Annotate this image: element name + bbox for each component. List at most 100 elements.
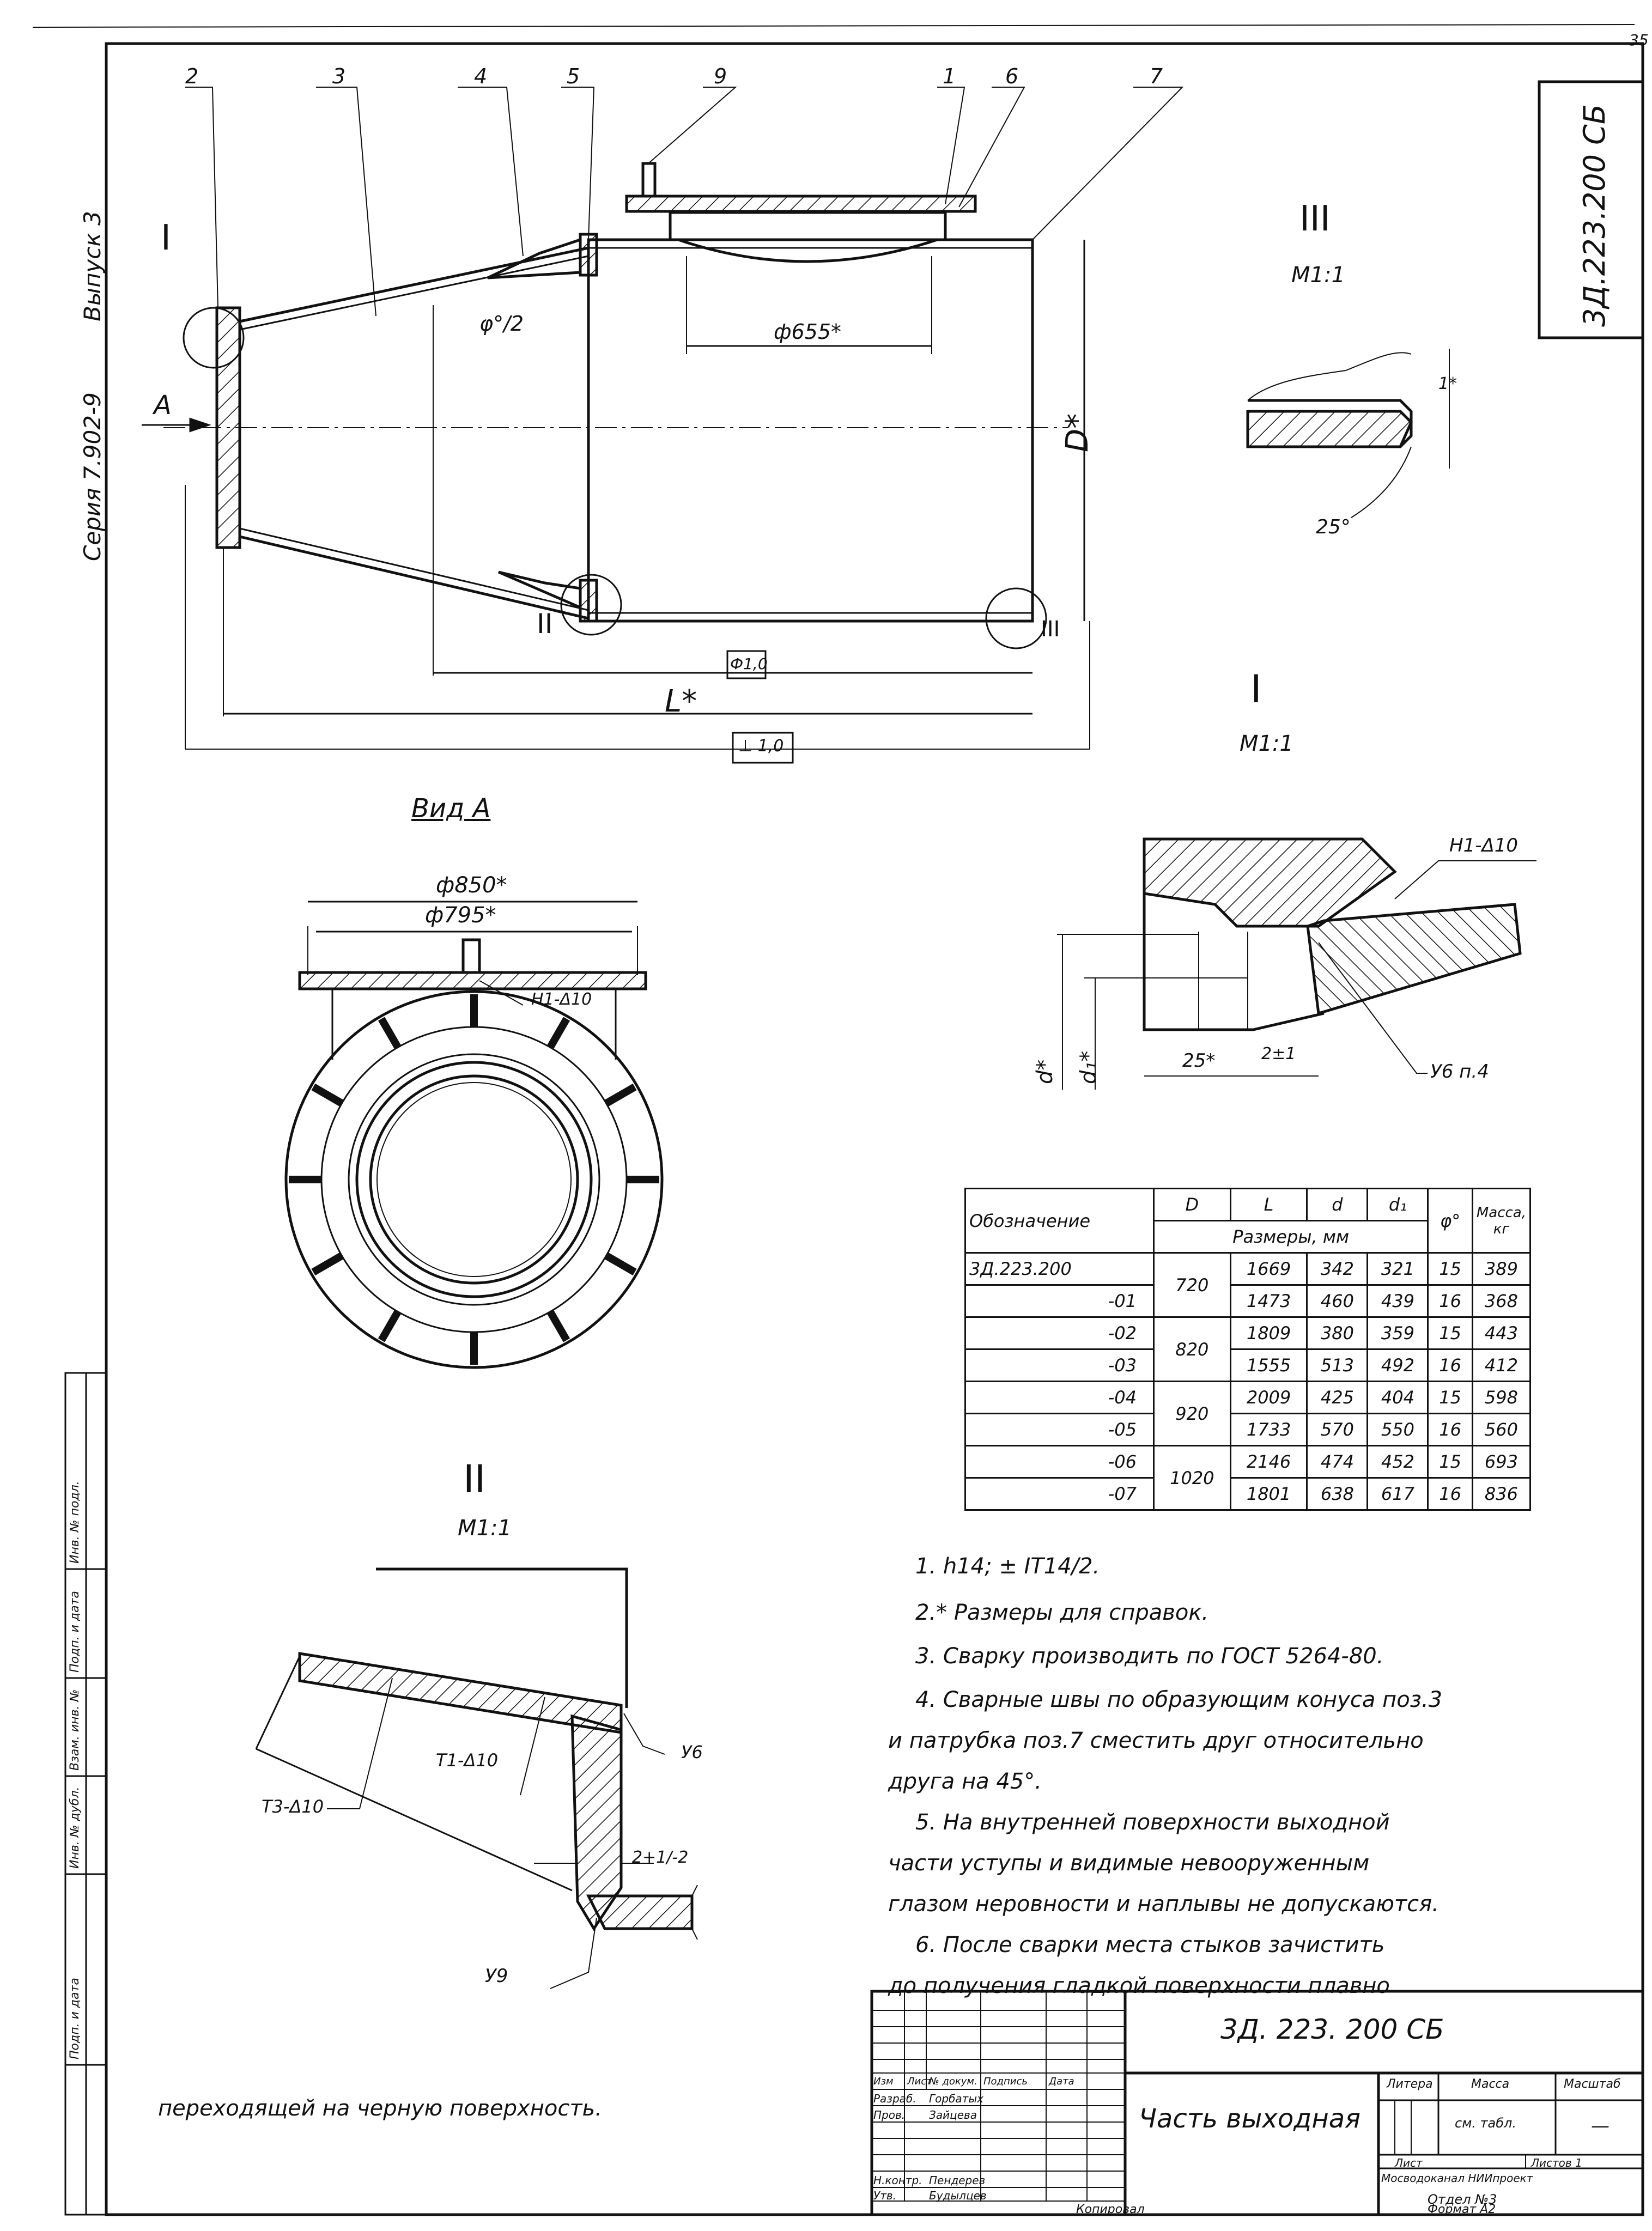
row-L: 2146: [1229, 1445, 1308, 1479]
title-block-name: Часть выходная: [1139, 2104, 1361, 2134]
row-mass: 560: [1471, 1413, 1532, 1446]
view-A-dim-850: ф850*: [436, 873, 507, 898]
view-A-drawing: [284, 901, 664, 1369]
detail-I-drawing: [1057, 837, 1536, 1090]
row-phi: 16: [1427, 1284, 1473, 1318]
row-d: 638: [1306, 1477, 1369, 1511]
row-phi: 16: [1427, 1477, 1473, 1511]
row-phi: 16: [1427, 1413, 1473, 1446]
detail-I-weld-bottom: У6 п.4: [1430, 1061, 1489, 1083]
razrab-label: Разраб.: [873, 2092, 916, 2105]
stamp-cell: Взам. инв. №: [68, 1689, 82, 1771]
row-name: -03: [964, 1348, 1155, 1382]
note-line: части уступы и видимые невооруженным: [888, 1851, 1370, 1876]
pos-3: 3: [332, 64, 346, 88]
stamp-cell: Подп. и дата: [68, 1591, 82, 1673]
header-d1: d₁: [1366, 1188, 1429, 1221]
detail-II-weld-t3: Т3-Δ10: [262, 1796, 324, 1817]
row-d1: 321: [1366, 1252, 1429, 1286]
tolerance-perpendicular: ⊥ 1,0: [738, 737, 784, 756]
pos-4: 4: [474, 64, 488, 88]
title-block-frame: [870, 1990, 1644, 2216]
view-A-dim-795: ф795*: [425, 903, 496, 928]
pos-9: 9: [714, 64, 727, 88]
row-phi: 15: [1427, 1316, 1473, 1350]
row-L: 1473: [1229, 1284, 1308, 1318]
table-row: -05 1733 570 550 16 560: [964, 1413, 1532, 1446]
row-mass: 389: [1471, 1252, 1532, 1286]
row-name: -06: [964, 1445, 1155, 1479]
note-line: 3. Сварку производить по ГОСТ 5264-80.: [915, 1644, 1384, 1669]
row-L: 1809: [1229, 1316, 1308, 1350]
row-name: -05: [964, 1413, 1155, 1446]
row-name: 3Д.223.200: [964, 1252, 1155, 1286]
note-line: 4. Сварные швы по образующим конуса поз.…: [915, 1687, 1443, 1712]
row-d1: 439: [1366, 1284, 1429, 1318]
masshtab-value: —: [1591, 2115, 1610, 2137]
format-label: Формат А2: [1428, 2203, 1496, 2216]
angle-label: φ°/2: [479, 312, 524, 336]
series-label: Серия 7.902-9: [79, 392, 106, 561]
header-mass: Масса, кг: [1471, 1188, 1532, 1254]
detail-II-marker: II: [537, 608, 553, 640]
pos-1: 1: [943, 64, 956, 88]
note-line: 6. После сварки места стыков зачистить: [915, 1932, 1385, 1958]
header-L: L: [1229, 1188, 1308, 1221]
row-mass: 598: [1471, 1381, 1532, 1414]
row-d: 380: [1306, 1316, 1369, 1350]
prov-name: Зайцева: [929, 2108, 977, 2121]
specification-table: Обозначение D L d d₁ φ° Масса, кг Размер…: [964, 1188, 1532, 1511]
row-phi: 16: [1427, 1348, 1473, 1382]
masshtab-label: Масштаб: [1564, 2077, 1621, 2091]
org-label: Мосводоканал НИИпроект: [1381, 2172, 1533, 2185]
header-sizes: Размеры, мм: [1152, 1220, 1429, 1254]
note-line: и патрубка поз.7 сместить друг относител…: [888, 1728, 1424, 1753]
pos-5: 5: [567, 64, 580, 88]
detail-I-dim-25: 25*: [1182, 1050, 1216, 1072]
pos-6: 6: [1005, 64, 1019, 88]
note-line: 1. h14; ± IT14/2.: [915, 1554, 1100, 1579]
header-d: d: [1306, 1188, 1369, 1221]
row-phi: 15: [1427, 1381, 1473, 1414]
detail-II-weld-u9: У9: [485, 1965, 508, 1987]
row-name: -02: [964, 1316, 1155, 1350]
detail-II-drawing: [255, 1567, 698, 1989]
row-phi: 15: [1427, 1445, 1473, 1479]
row-phi: 15: [1427, 1252, 1473, 1286]
stamp-cell: Подп. и дата: [68, 1978, 82, 2059]
dim-L: L*: [665, 684, 697, 719]
row-name: -04: [964, 1381, 1155, 1414]
row-d1: 452: [1366, 1445, 1429, 1479]
row-name: -01: [964, 1284, 1155, 1318]
detail-II-weld-t1: Т1-Δ10: [436, 1750, 499, 1771]
table-row: -03 1555 513 492 16 412: [964, 1348, 1532, 1382]
detail-I-dim-d1: d₁*: [1076, 1050, 1101, 1084]
note-line: глазом неровности и наплывы не допускают…: [888, 1892, 1439, 1917]
list-label: Лист: [1395, 2156, 1423, 2169]
note-line: до получения гладкой поверхности плавно: [888, 1973, 1390, 1998]
row-mass: 836: [1471, 1477, 1532, 1511]
side-stamp-frame: [64, 1372, 107, 2216]
row-d: 474: [1306, 1445, 1369, 1479]
col-sign: Подпись: [983, 2076, 1028, 2087]
row-d: 425: [1306, 1381, 1369, 1414]
copied-label: Копировал: [1076, 2203, 1145, 2216]
note-line: друга на 45°.: [888, 1769, 1042, 1794]
note-line: 5. На внутренней поверхности выходной: [915, 1810, 1390, 1835]
detail-I-scale: М1:1: [1240, 731, 1293, 756]
row-d1: 359: [1366, 1316, 1429, 1350]
row-mass: 693: [1471, 1445, 1532, 1479]
detail-II-dim-gap: 2+1/-2: [632, 1848, 689, 1867]
stamp-cell: Инв. № подл.: [68, 1481, 82, 1564]
detail-I-weld-top: Н1-Δ10: [1449, 835, 1518, 856]
row-L: 2009: [1229, 1381, 1308, 1414]
row-d: 460: [1306, 1284, 1369, 1318]
row-d: 342: [1306, 1252, 1369, 1286]
litera-label: Литера: [1387, 2077, 1433, 2091]
pos-2: 2: [185, 64, 199, 88]
row-L: 1801: [1229, 1477, 1308, 1511]
row-D: 920: [1152, 1381, 1231, 1446]
detail-I-marker: I: [161, 218, 171, 258]
note-line: 2.* Размеры для справок.: [915, 1600, 1209, 1625]
